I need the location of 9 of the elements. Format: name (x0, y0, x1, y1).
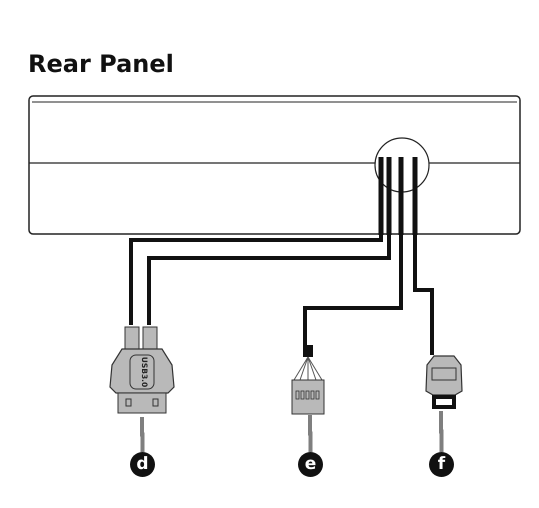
cable (303, 235, 403, 345)
callout-letter: d (130, 452, 155, 477)
leader-line (439, 411, 444, 452)
panel-title: Rear Panel (28, 50, 174, 78)
leader-line (308, 415, 312, 452)
cable (413, 235, 434, 355)
callout-letter: f (429, 452, 454, 477)
callout-letter: e (298, 452, 323, 477)
leader-line (140, 417, 144, 452)
